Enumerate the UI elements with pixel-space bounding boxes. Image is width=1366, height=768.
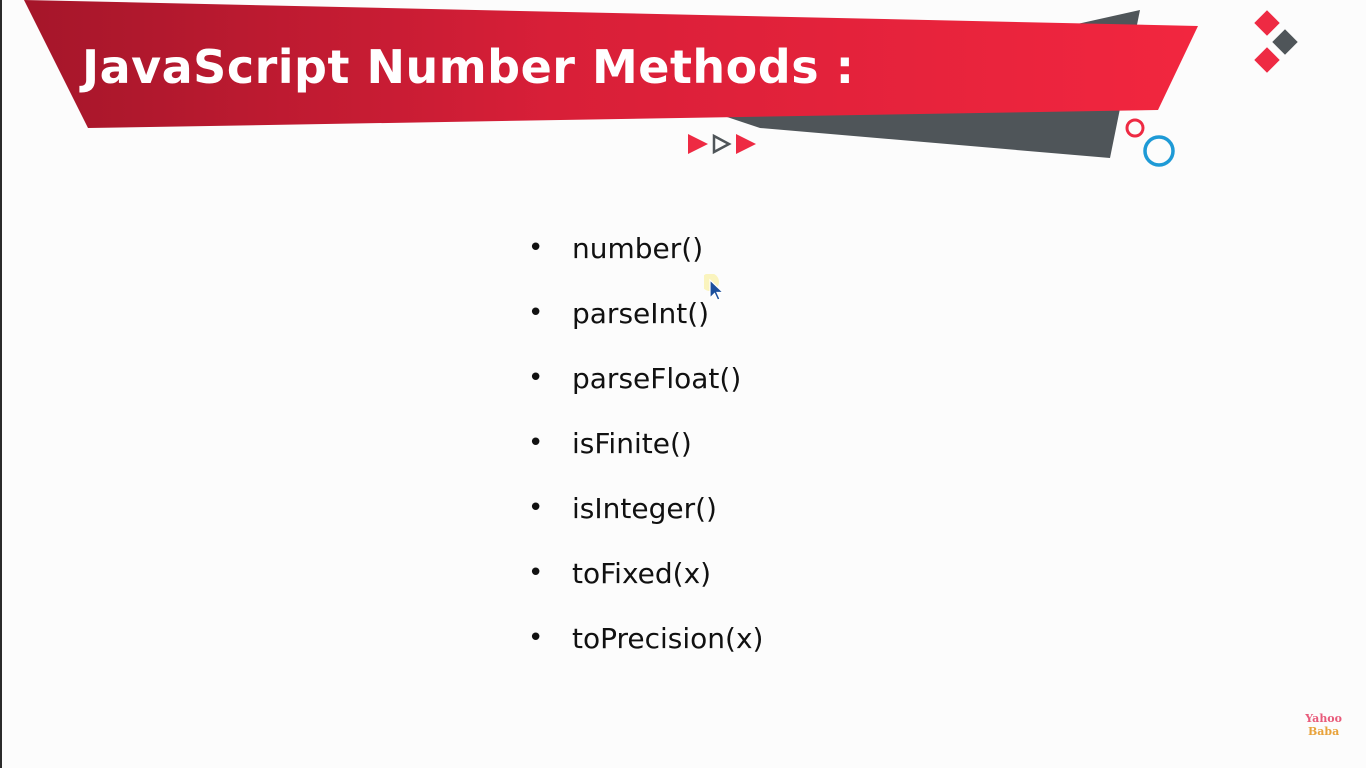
diamond-logo-icon xyxy=(1254,10,1298,73)
list-item: • parseInt() xyxy=(528,281,763,346)
list-item: • number() xyxy=(528,216,763,281)
page-title: JavaScript Number Methods : xyxy=(82,40,855,94)
list-item-text: toPrecision(x) xyxy=(572,622,764,655)
title-banner xyxy=(24,0,1198,158)
bullet-icon: • xyxy=(528,623,544,653)
watermark-line-2: Baba xyxy=(1307,725,1340,738)
play-triangles-icon xyxy=(688,133,756,155)
red-banner-band xyxy=(24,0,1198,128)
mouse-pointer-icon xyxy=(704,274,725,301)
list-item-text: isInteger() xyxy=(572,492,717,525)
list-item: • isFinite() xyxy=(528,411,763,476)
bullet-icon: • xyxy=(528,298,544,328)
window-edge xyxy=(0,0,2,768)
list-item: • toPrecision(x) xyxy=(528,606,763,671)
methods-list: • number() • parseInt() • parseFloat() •… xyxy=(528,216,763,671)
watermark-line-1: Yahoo xyxy=(1305,712,1342,725)
decorations xyxy=(688,10,1298,167)
list-item-text: isFinite() xyxy=(572,427,692,460)
list-item-text: parseFloat() xyxy=(572,362,742,395)
list-item-text: parseInt() xyxy=(572,297,710,330)
rings-icon xyxy=(1125,118,1175,167)
list-item: • parseFloat() xyxy=(528,346,763,411)
bullet-icon: • xyxy=(528,558,544,588)
list-item: • isInteger() xyxy=(528,476,763,541)
watermark-logo: Yahoo Baba xyxy=(1305,712,1342,738)
bullet-icon: • xyxy=(528,493,544,523)
list-item-text: toFixed(x) xyxy=(572,557,712,590)
bullet-icon: • xyxy=(528,428,544,458)
bullet-icon: • xyxy=(528,233,544,263)
list-item-text: number() xyxy=(572,232,704,265)
bullet-icon: • xyxy=(528,363,544,393)
list-item: • toFixed(x) xyxy=(528,541,763,606)
